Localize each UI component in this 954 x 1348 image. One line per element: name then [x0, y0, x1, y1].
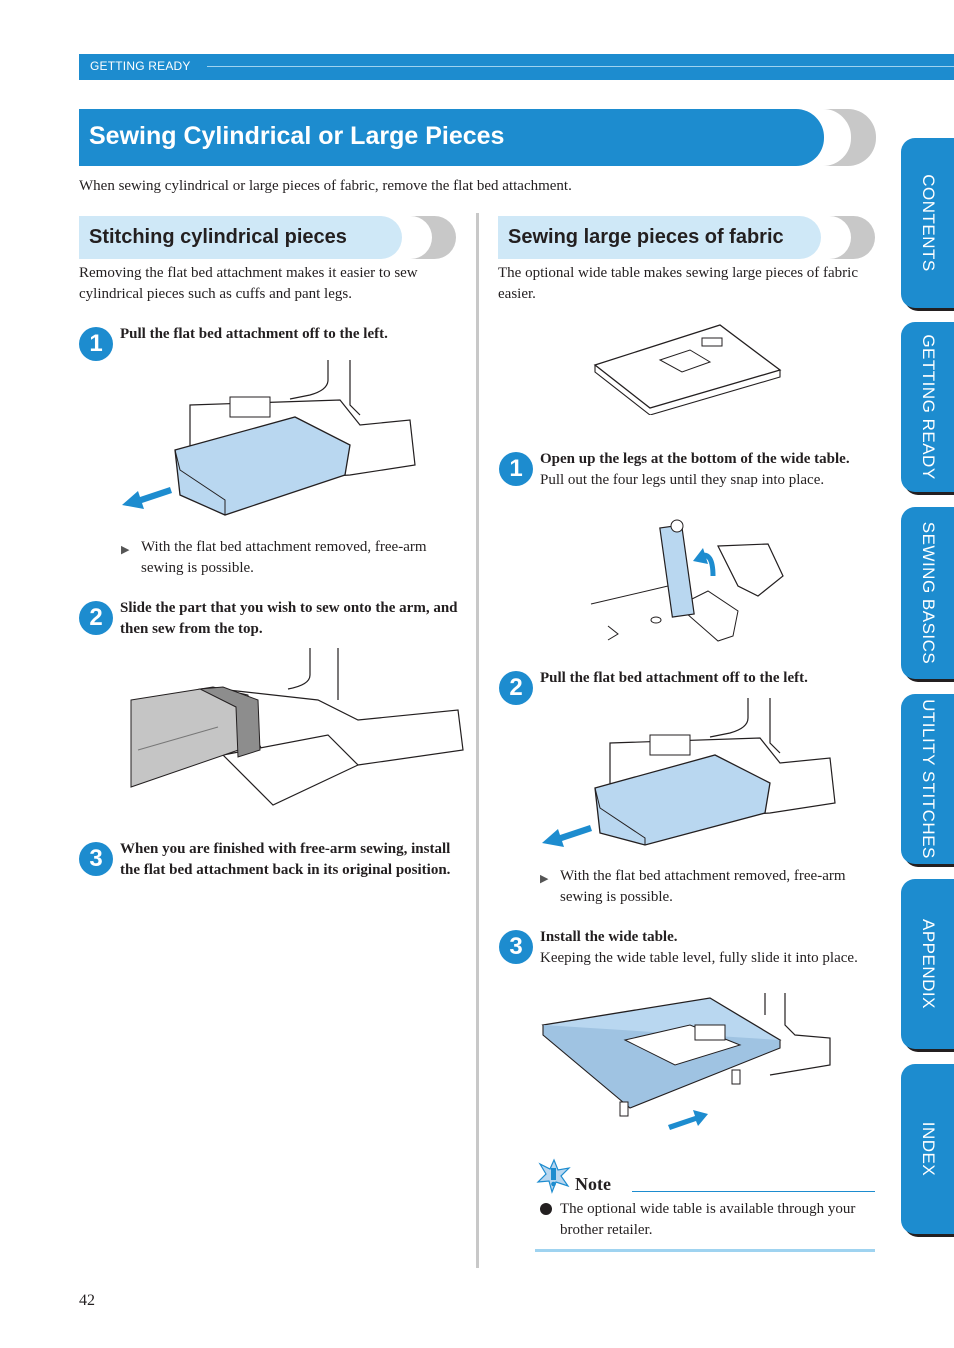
page-title: Sewing Cylindrical or Large Pieces [89, 122, 505, 150]
bullet-icon [540, 1203, 552, 1215]
left-step-3-text: When you are finished with free-arm sewi… [120, 841, 451, 878]
tab-contents[interactable]: CONTENTS [901, 138, 954, 308]
illustration-flat-bed-removal-right [542, 698, 836, 847]
header-rule [207, 66, 954, 67]
intro-text: When sewing cylindrical or large pieces … [79, 178, 572, 194]
tab-getting-ready[interactable]: GETTING READY [901, 322, 954, 492]
right-step-3-number: 3 [499, 930, 533, 964]
right-step-3-text: Install the wide table.Keeping the wide … [540, 929, 858, 966]
tab-index[interactable]: INDEX [901, 1064, 954, 1234]
left-step-1-text: Pull the flat bed attachment off to the … [120, 326, 388, 342]
header-section-label: GETTING READY [90, 59, 191, 73]
column-divider [476, 213, 479, 1268]
right-step-1-text: Open up the legs at the bottom of the wi… [540, 451, 850, 488]
tab-sewing-basics[interactable]: SEWING BASICS [901, 507, 954, 679]
left-step-3-number: 3 [79, 842, 113, 876]
right-step-2-result: ▶With the flat bed attachment removed, f… [540, 868, 846, 905]
left-heading: Stitching cylindrical pieces [89, 226, 347, 248]
illustration-cylinder-on-arm [130, 648, 464, 806]
result-triangle-icon: ▶ [121, 544, 130, 556]
note-icon [536, 1158, 571, 1194]
right-step-2-text: Pull the flat bed attachment off to the … [540, 670, 808, 686]
illustration-flat-bed-removal [122, 360, 416, 516]
right-heading-block: Sewing large pieces of fabric [498, 216, 875, 259]
result-triangle-icon: ▶ [540, 873, 549, 885]
right-description: The optional wide table makes sewing lar… [498, 265, 859, 302]
tab-utility-stitches[interactable]: UTILITY STITCHES [901, 694, 954, 864]
right-step-1-number: 1 [499, 452, 533, 486]
left-step-1-result: ▶With the flat bed attachment removed, f… [121, 539, 427, 576]
left-step-2-number: 2 [79, 601, 113, 635]
right-heading: Sewing large pieces of fabric [508, 226, 784, 248]
right-step-2-number: 2 [499, 671, 533, 705]
right-heading-pill: Sewing large pieces of fabric [498, 216, 821, 259]
left-heading-pill: Stitching cylindrical pieces [79, 216, 402, 259]
illustration-legs-open [590, 519, 784, 642]
page-title-block: Sewing Cylindrical or Large Pieces [79, 109, 876, 166]
note-bottom-rule [535, 1249, 875, 1252]
page-number: 42 [79, 1292, 95, 1309]
header-band: GETTING READY [79, 54, 954, 80]
page-title-pill: Sewing Cylindrical or Large Pieces [79, 109, 824, 166]
left-heading-block: Stitching cylindrical pieces [79, 216, 456, 259]
left-step-1-number: 1 [79, 327, 113, 361]
illustration-install-wide-table [541, 993, 831, 1130]
note-text: The optional wide table is available thr… [560, 1201, 856, 1238]
left-step-2-text: Slide the part that you wish to sew onto… [120, 600, 458, 637]
note-title: Note [575, 1174, 611, 1194]
note-rule [632, 1191, 875, 1192]
tab-appendix[interactable]: APPENDIX [901, 879, 954, 1049]
illustration-wide-table [593, 324, 782, 415]
left-description: Removing the flat bed attachment makes i… [79, 265, 418, 302]
